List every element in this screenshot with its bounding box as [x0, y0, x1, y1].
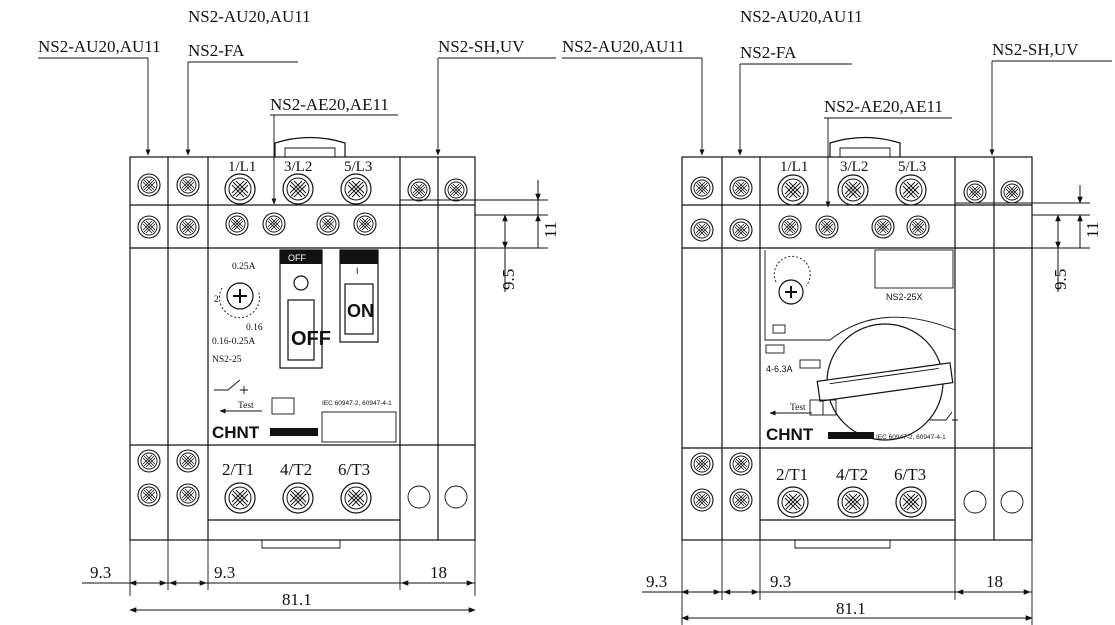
terminal-bottom-2: 4/T2 — [280, 460, 312, 479]
dial-min: 0.16 — [246, 323, 263, 333]
on-button-text: ON — [347, 301, 374, 321]
current-right: 4-6.3A — [766, 364, 793, 374]
terminal-top-2-r: 3/L2 — [840, 159, 868, 175]
dial-max: 0.25A — [232, 262, 256, 272]
dim-total-right: 81.1 — [836, 599, 866, 618]
top-clip-inner — [284, 147, 336, 157]
diagram-left: 1/L1 3/L2 5/L3 0.25A 2 0.16 0.16-0.25A N… — [38, 7, 560, 613]
terminal-bottom-1-r: 2/T1 — [776, 465, 808, 484]
on-mark: I — [356, 266, 359, 276]
dim-side-left: 9.5 — [499, 269, 518, 290]
terminal-bottom-3-r: 6/T3 — [894, 465, 926, 484]
dim-right-left: 18 — [430, 563, 447, 582]
standard-right: IEC 60947-2, 60947-4-1 — [876, 434, 946, 441]
callout-aux-left-r: NS2-AU20,AU11 — [562, 37, 685, 56]
off-button-text: OFF — [291, 328, 331, 350]
dim-total-left: 81.1 — [282, 590, 312, 609]
current-dial-r — [778, 279, 804, 305]
current-dial — [226, 282, 254, 310]
callout-aux-front-r: NS2-AE20,AE11 — [824, 97, 943, 116]
dim-side-right: 9.5 — [1051, 269, 1070, 290]
brand-left: CHNT — [212, 423, 260, 442]
test-label-r: Test — [790, 403, 806, 413]
dim-left2-left: 9.3 — [214, 563, 235, 582]
terminal-bottom-2-r: 4/T2 — [836, 465, 868, 484]
callout-aux-top: NS2-AU20,AU11 — [188, 7, 311, 26]
brand-right: CHNT — [766, 425, 814, 444]
dial-mid: 2 — [214, 295, 219, 305]
callout-trip-r: NS2-SH,UV — [992, 40, 1079, 59]
callout-fault-r: NS2-FA — [740, 43, 797, 62]
dim-left2-right: 9.3 — [770, 572, 791, 591]
off-label: OFF — [288, 253, 306, 263]
terminal-top-2: 3/L2 — [284, 159, 312, 175]
callout-aux-top-r: NS2-AU20,AU11 — [740, 7, 863, 26]
callout-trip: NS2-SH,UV — [438, 37, 525, 56]
terminal-top-1-r: 1/L1 — [780, 159, 808, 175]
standard-left: IEC 60947-2, 60947-4-1 — [322, 400, 392, 407]
terminal-top-3: 5/L3 — [344, 159, 372, 175]
terminal-bottom-3: 6/T3 — [338, 460, 370, 479]
dim-top-right: 11 — [1083, 222, 1102, 238]
terminal-top-1: 1/L1 — [228, 159, 256, 175]
terminal-top-3-r: 5/L3 — [898, 159, 926, 175]
model-left: NS2-25 — [212, 355, 242, 365]
test-label: Test — [238, 401, 254, 411]
dim-left1-right: 9.3 — [646, 572, 667, 591]
dial-range: 0.16-0.25A — [212, 337, 255, 347]
dim-top-left: 11 — [541, 222, 560, 238]
dim-left1-left: 9.3 — [90, 563, 111, 582]
callout-fault: NS2-FA — [188, 41, 245, 60]
diagram-right: 1/L1 3/L2 5/L3 NS2-25X 4-6.3A Test CHNT … — [562, 7, 1112, 625]
terminal-bottom-1: 2/T1 — [222, 460, 254, 479]
callout-aux-front: NS2-AE20,AE11 — [270, 95, 389, 114]
callout-aux-left: NS2-AU20,AU11 — [38, 37, 161, 56]
model-right: NS2-25X — [886, 292, 923, 302]
top-clip — [274, 136, 346, 157]
dim-right-right: 18 — [986, 572, 1003, 591]
